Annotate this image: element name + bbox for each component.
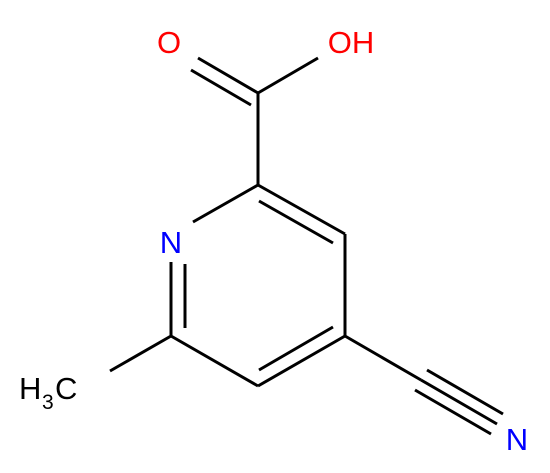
bond-nitrile-triple-a — [420, 378, 498, 426]
nitrile-nitrogen-label: N — [506, 422, 528, 457]
bond-carboxyl-o-double-b — [190, 68, 252, 107]
bond-c6-methyl — [109, 334, 172, 373]
bond-carboxyl-o-double-a — [197, 56, 259, 95]
hydroxyl-label: OH — [328, 25, 375, 60]
methyl-h-label: H — [19, 371, 41, 406]
bond-c4-c5-inner — [258, 325, 334, 372]
bond-nitrile-triple-b — [426, 368, 504, 416]
bond-c4-nitrile-carbon — [344, 334, 422, 382]
bond-c4-c5 — [257, 334, 346, 388]
bond-n1-c2 — [192, 183, 259, 224]
bond-carboxyl-oh — [257, 56, 319, 95]
bond-c5-c6 — [170, 334, 259, 388]
carbonyl-oxygen-label: O — [157, 25, 181, 60]
methyl-c-label: C — [55, 371, 77, 406]
bond-c2-c3-inner — [258, 199, 334, 245]
ring-nitrogen-label: N — [160, 225, 182, 260]
bond-c2-c3 — [257, 183, 346, 236]
methyl-subscript-label: 3 — [42, 391, 54, 414]
bond-nitrile-triple-c — [414, 388, 492, 436]
